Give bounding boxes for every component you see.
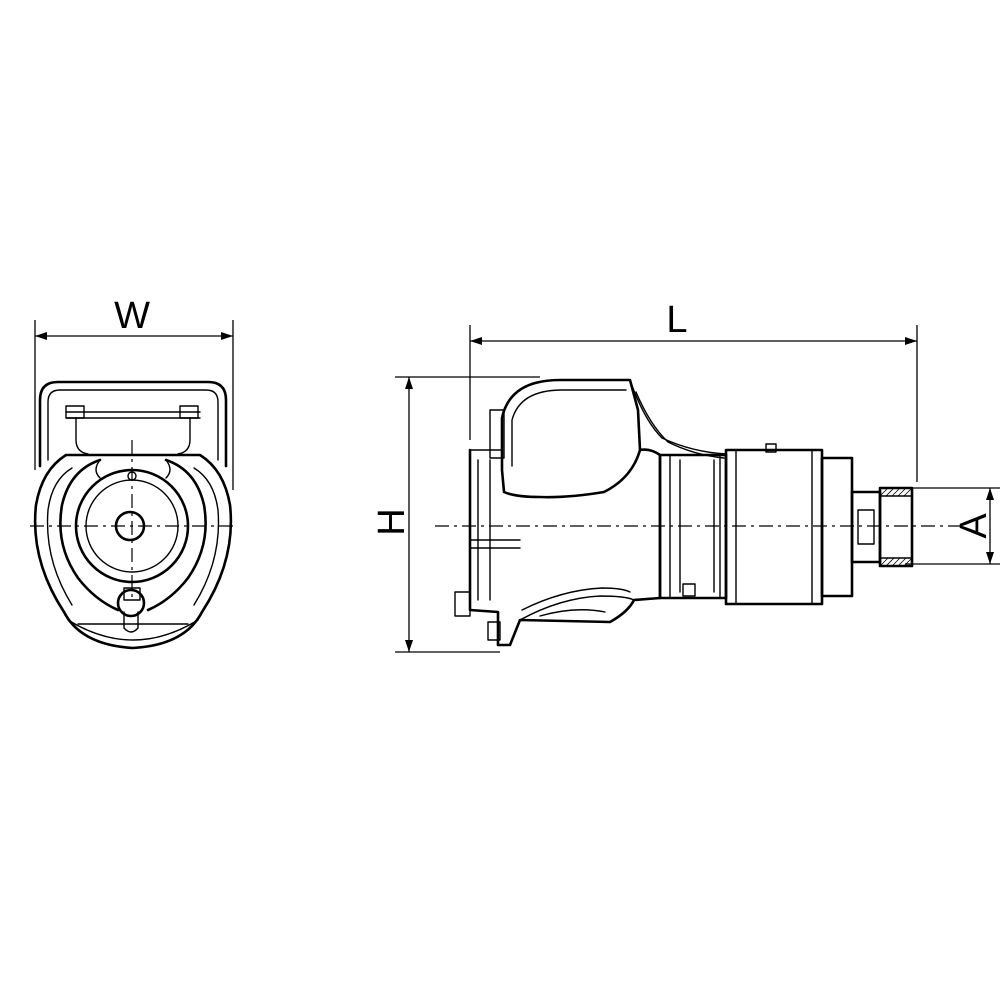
side-flip-cover <box>489 378 727 499</box>
front-cover <box>38 380 228 468</box>
dimension-a: A <box>905 487 1000 565</box>
dimension-h: H <box>371 376 540 653</box>
dimension-h-label: H <box>371 508 413 535</box>
thread-hatching <box>879 487 913 567</box>
side-connector <box>850 486 914 568</box>
side-cylinder <box>724 448 854 606</box>
dimension-l-label: L <box>666 299 687 341</box>
dimension-l: L <box>469 299 918 482</box>
side-collar <box>658 443 777 600</box>
front-body <box>33 453 233 650</box>
side-housing <box>454 448 662 647</box>
side-view: L H A <box>371 299 1000 653</box>
front-view: W <box>30 295 238 650</box>
dimension-w-label: W <box>114 295 150 337</box>
dimension-w: W <box>34 295 234 490</box>
